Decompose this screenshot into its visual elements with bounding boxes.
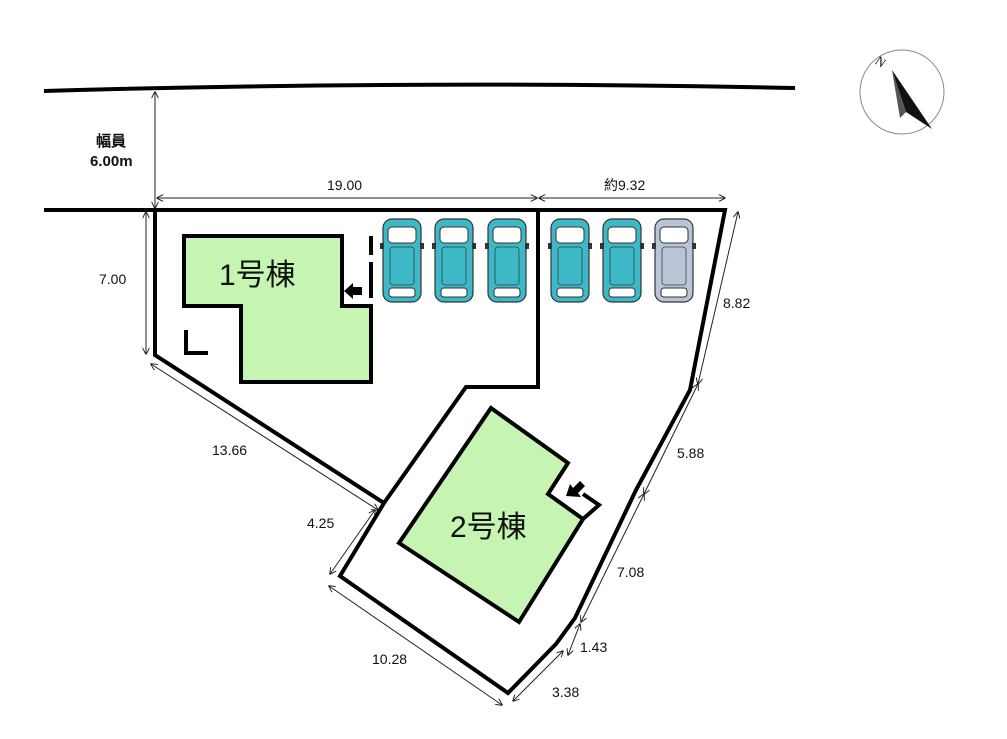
parked-car-icon (485, 218, 529, 303)
dimension-inner-diagonal: 4.25 (307, 515, 334, 531)
parked-car-icon (432, 218, 476, 303)
building-1-corner-mark (184, 330, 208, 355)
north-compass-icon: N (859, 49, 945, 135)
parking-area (380, 218, 696, 303)
road-width-value: 6.00m (90, 153, 133, 170)
building-2-entrance-arrow (566, 481, 585, 497)
building-1-label: 1号棟 (219, 259, 296, 292)
dimension-left-vertical: 7.00 (99, 271, 126, 287)
dimension-top-right: 約9.32 (604, 177, 645, 193)
dimension-line-right-upper (698, 212, 738, 384)
building-1-entrance-arrow (344, 283, 362, 299)
dimension-right-small: 1.43 (580, 639, 607, 655)
dimension-right-upper: 8.82 (723, 295, 750, 311)
dimension-bottom-right: 3.38 (552, 684, 579, 700)
dimension-line-right-lower (581, 494, 644, 622)
dimension-line-bottom-right (513, 651, 563, 701)
parked-car-icon (652, 218, 696, 303)
lot-division-line (382, 210, 540, 505)
dimension-left-diagonal: 13.66 (212, 442, 247, 458)
parked-car-icon (380, 218, 424, 303)
dimension-line-bottom-left (329, 586, 502, 705)
dimension-line-inner-diagonal (330, 510, 375, 574)
parked-car-icon (548, 218, 592, 303)
road-width-label: 幅員 (96, 132, 126, 150)
dimension-top-left: 19.00 (327, 177, 362, 193)
parked-car-icon (600, 218, 644, 303)
dimension-bottom-left: 10.28 (372, 651, 407, 667)
building-2-label: 2号棟 (450, 511, 527, 544)
dimension-line-right-mid (644, 384, 698, 494)
dimension-line-left-diagonal (151, 364, 378, 510)
road-top-edge (43, 82, 796, 93)
dimension-line-right-small (568, 624, 580, 655)
dimension-right-mid: 5.88 (677, 445, 704, 461)
dimension-right-lower: 7.08 (617, 564, 644, 580)
